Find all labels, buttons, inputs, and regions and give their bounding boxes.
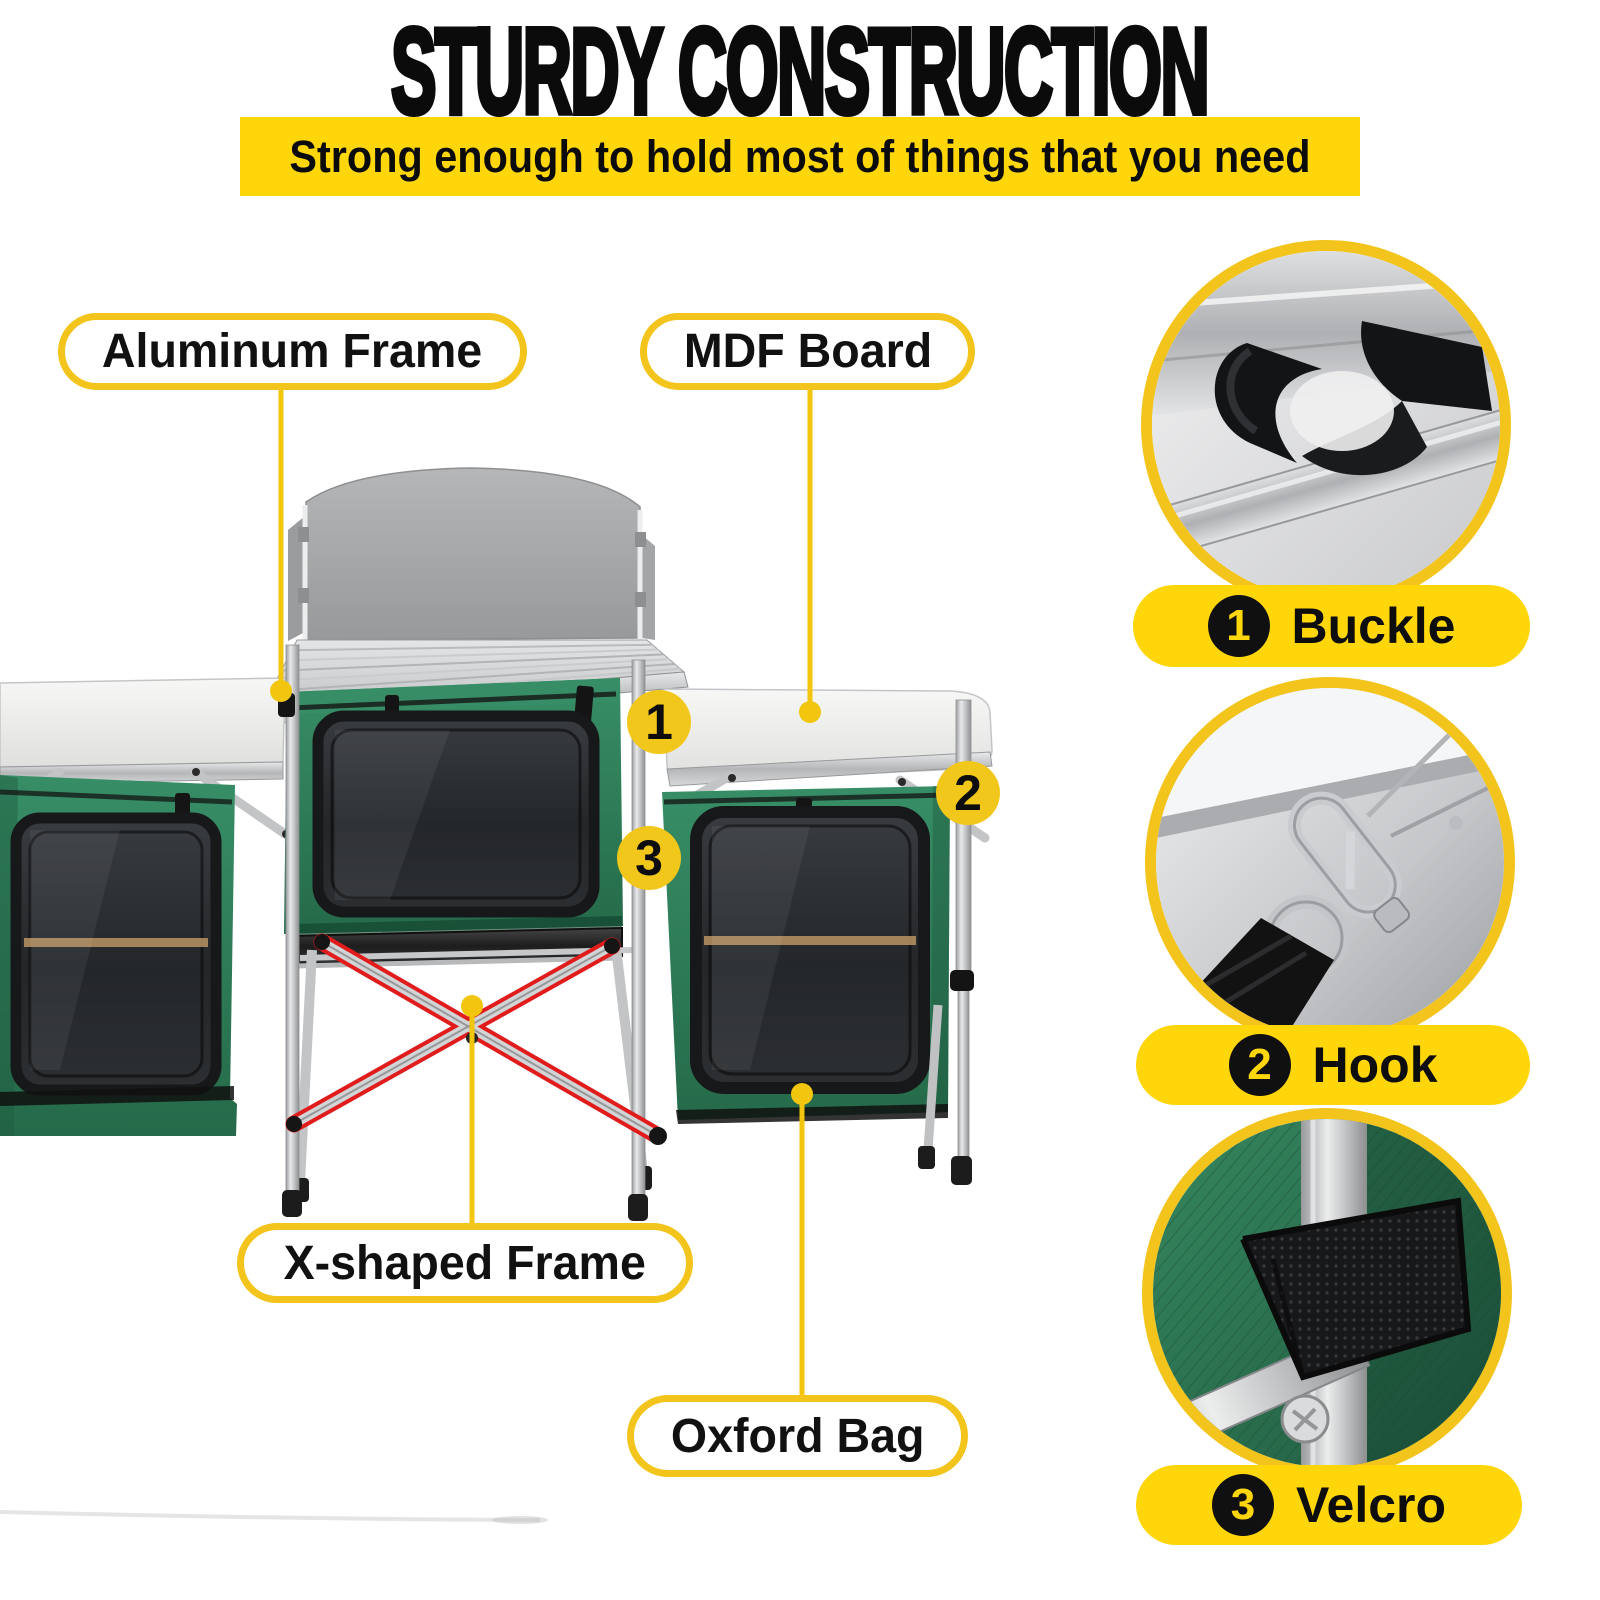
detail-photo-buckle — [1141, 240, 1511, 610]
number-badge: 3 — [1211, 1474, 1274, 1536]
leader-lines — [270, 390, 821, 1398]
part-badge-2: 2 — [936, 761, 1000, 825]
callout-mdf-board: MDF Board — [640, 313, 975, 390]
cabinet-left — [0, 775, 237, 1136]
detail-photo-velcro — [1142, 1108, 1512, 1478]
product-illustration — [0, 390, 993, 1398]
callout-x-shaped-frame: X-shaped Frame — [237, 1223, 693, 1303]
x-shaped-frame-highlight — [285, 933, 667, 1145]
part-badge-1: 1 — [627, 690, 691, 754]
callout-label: X-shaped Frame — [283, 1236, 647, 1290]
detail-label: Velcro — [1295, 1477, 1447, 1533]
part-badge-3: 3 — [617, 826, 681, 890]
subtitle-text: Strong enough to hold most of things tha… — [289, 130, 1311, 182]
detail-caption-hook: 2 Hook — [1136, 1025, 1530, 1105]
windscreen — [288, 467, 655, 641]
detail-label: Hook — [1312, 1037, 1438, 1093]
cabinet-center — [284, 678, 623, 969]
page-title: STURDY CONSTRUCTION — [0, 3, 1600, 139]
number-badge: 1 — [1207, 595, 1270, 657]
callout-aluminum-frame: Aluminum Frame — [58, 313, 527, 390]
subtitle-banner: Strong enough to hold most of things tha… — [240, 117, 1360, 196]
floor-shadow — [0, 1510, 548, 1524]
callout-label: Aluminum Frame — [102, 325, 483, 378]
cabinet-right — [662, 786, 950, 1124]
detail-label: Buckle — [1291, 598, 1456, 654]
detail-photo-hook — [1145, 677, 1515, 1047]
callout-label: MDF Board — [683, 325, 932, 378]
title-text: STURDY CONSTRUCTION — [390, 3, 1212, 139]
callout-label: Oxford Bag — [670, 1409, 925, 1463]
detail-caption-velcro: 3 Velcro — [1136, 1465, 1522, 1545]
number-badge: 2 — [1228, 1034, 1291, 1096]
callout-oxford-bag: Oxford Bag — [627, 1395, 968, 1477]
detail-caption-buckle: 1 Buckle — [1133, 585, 1530, 667]
